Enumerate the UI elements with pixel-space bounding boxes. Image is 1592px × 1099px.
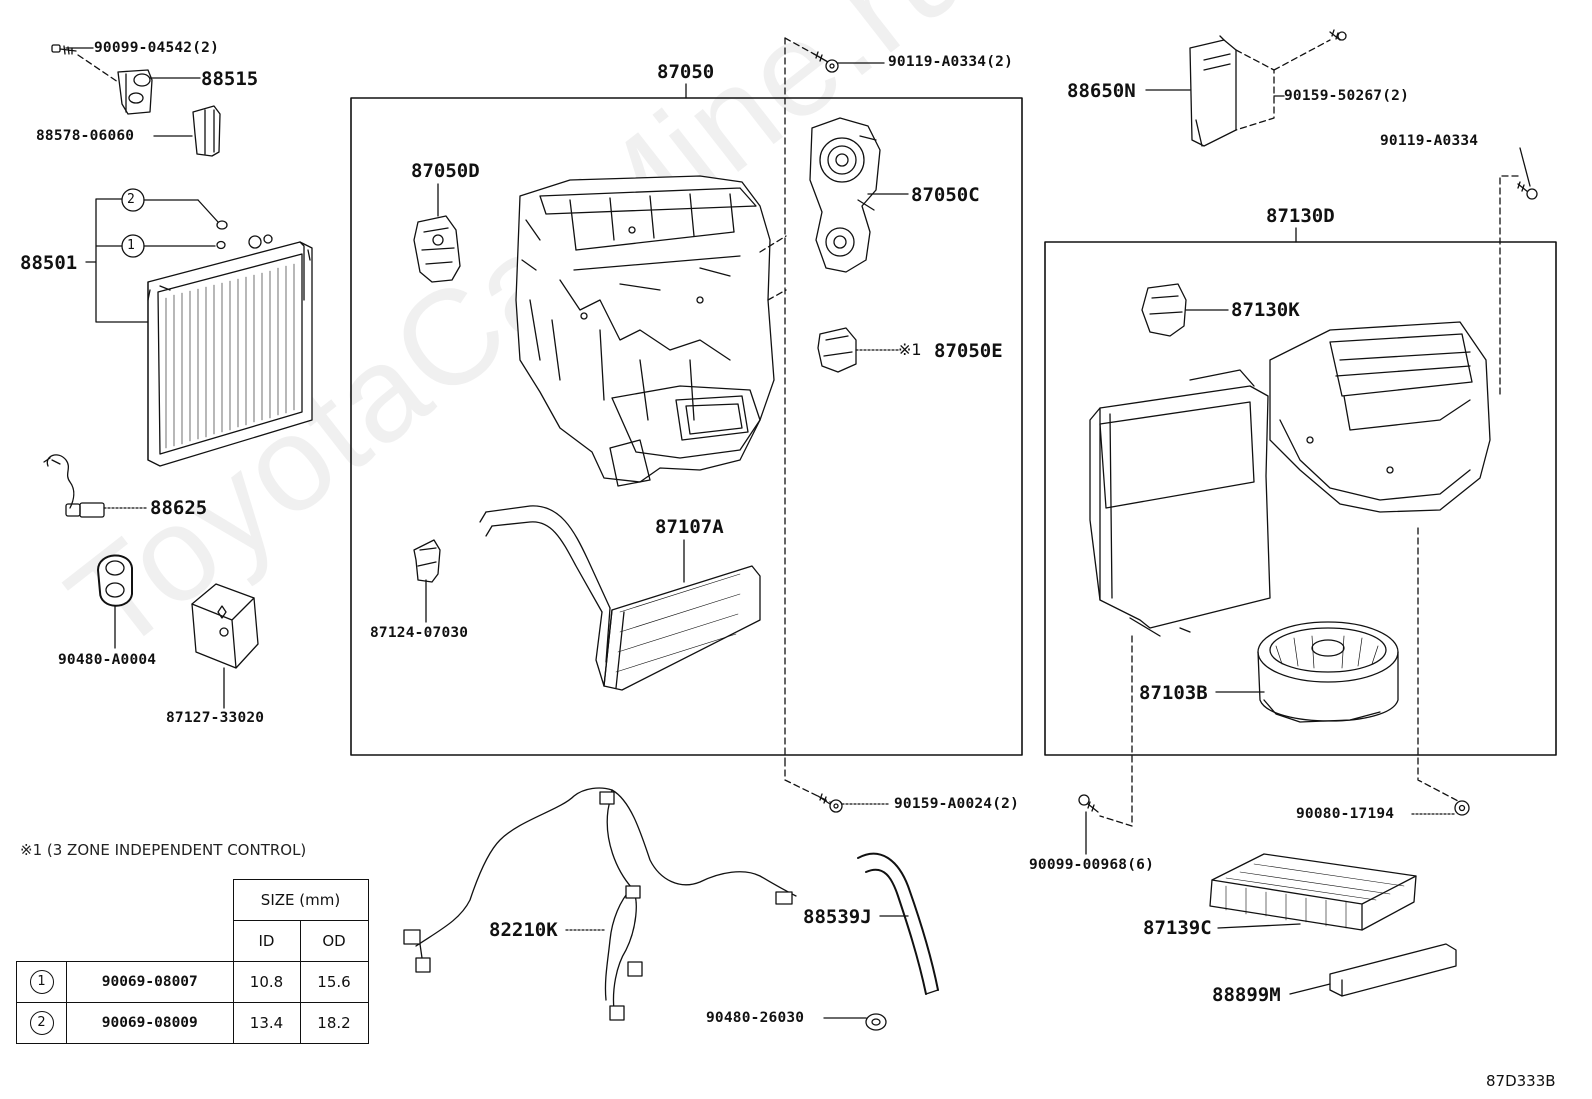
table-row: 1 90069-08007 10.8 15.6 [16,961,369,1003]
seal-90480-a0004-icon [97,554,133,607]
screw-90159-a0024-icon [817,793,843,813]
nut-90080-17194-icon [1454,800,1470,816]
sensor-87050e-icon [817,327,857,373]
label-88578-06060: 88578-06060 [36,128,135,144]
diagram-code: 87D333B [1486,1072,1556,1090]
label-90099-00968: 90099-00968(6) [1029,857,1155,873]
amplifier-88650n-icon [1189,35,1275,147]
label-90099-04542: 90099-04542(2) [94,40,220,56]
row-od: 15.6 [299,961,369,1003]
panel-88899m-icon [1329,943,1457,997]
row-part: 90069-08009 [66,1002,234,1044]
row-od: 18.2 [299,1002,369,1044]
table-row: 2 90069-08009 13.4 18.2 [16,1002,369,1044]
evaporator-88501-icon [147,234,313,467]
label-87124-07030: 87124-07030 [370,625,469,641]
label-88515: 88515 [201,68,259,90]
blower-motor-87103b-icon [1257,621,1399,723]
heater-core-87107a-icon [479,505,761,691]
sensor-88625-icon [43,454,105,518]
row-part: 90069-08007 [66,961,234,1003]
expansion-valve-88515-icon [117,69,153,115]
label-87130d: 87130D [1266,205,1335,227]
zone-control-note: ※1 (3 ZONE INDEPENDENT CONTROL) [20,841,307,859]
harness-82210k-icon [403,787,797,1021]
label-88539j: 88539J [803,906,872,928]
label-90159-50267: 90159-50267(2) [1284,88,1410,104]
size-header: SIZE (mm) [232,879,369,921]
screw-90119-a0334-top-icon [813,51,839,73]
label-88625: 88625 [150,497,208,519]
box-87130d [1044,241,1557,756]
o-ring-size-table: SIZE (mm) ID OD 1 90069-08007 10.8 15.6 … [16,879,369,1044]
label-82210k: 82210K [489,919,558,941]
screw-90099-00968-icon [1078,794,1099,813]
filter-87139c-icon [1209,853,1417,931]
label-87050c: 87050C [911,184,980,206]
label-90080-17194: 90080-17194 [1296,806,1395,822]
servo-87050c-icon [809,117,881,273]
screw-90119-a0334-right-icon [1517,181,1538,200]
pad-87127-33020-icon [191,583,259,669]
bracket-88578-icon [192,105,221,157]
label-90480-26030: 90480-26030 [706,1010,805,1026]
label-88650n: 88650N [1067,80,1136,102]
row-mark: 2 [29,1011,54,1035]
label-90480-a0004: 90480-A0004 [58,652,157,668]
callout-1-ring: 1 [127,238,136,253]
hvac-housing-icon [515,175,775,487]
label-87050e-note-mark: ※1 [898,340,922,359]
blower-housing-87130d-icon [1089,321,1491,637]
screw-90099-04542-icon [51,44,77,55]
actuator-87130k-icon [1141,283,1187,337]
label-88501: 88501 [20,252,78,274]
row-mark: 1 [29,970,54,994]
label-87127-33020: 87127-33020 [166,710,265,726]
label-87050e: 87050E [934,340,1003,362]
label-90119-a0334: 90119-A0334 [1380,133,1479,149]
label-90119-a0334-2: 90119-A0334(2) [888,54,1014,70]
grommet-90480-26030-icon [865,1013,887,1031]
row-id: 13.4 [232,1002,301,1044]
label-87103b: 87103B [1139,682,1208,704]
col-od: OD [299,920,369,962]
callout-2-ring: 2 [127,192,136,207]
screw-90159-50267-icon [1329,29,1347,41]
label-87139c: 87139C [1143,917,1212,939]
col-id: ID [232,920,301,962]
label-90159-a0024: 90159-A0024(2) [894,796,1020,812]
label-88899m: 88899M [1212,984,1281,1006]
label-87107a: 87107A [655,516,724,538]
label-87130k: 87130K [1231,299,1300,321]
actuator-87050d-icon [413,215,461,283]
hose-88539j-icon [857,852,939,995]
row-id: 10.8 [232,961,301,1003]
clip-87124-07030-icon [413,539,441,583]
label-87050: 87050 [657,61,715,83]
label-87050d: 87050D [411,160,480,182]
